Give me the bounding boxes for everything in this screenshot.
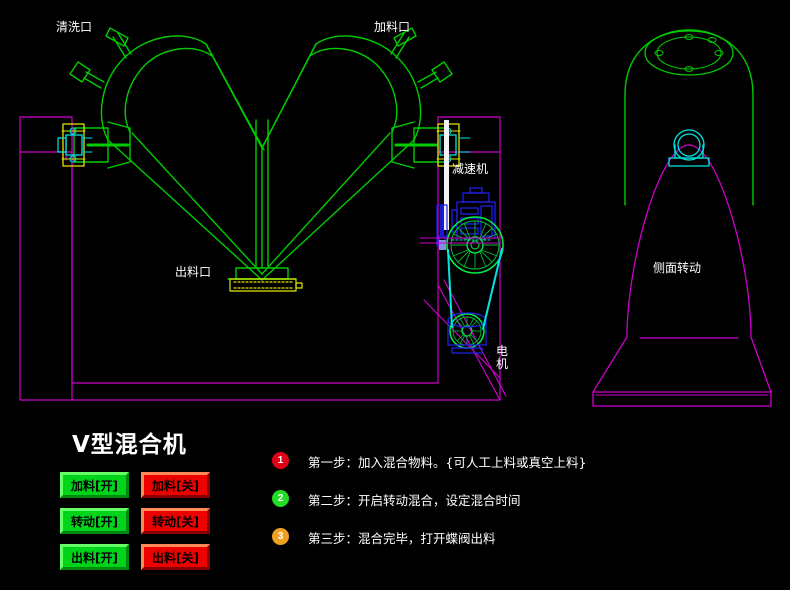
step-badge-2: 2 — [272, 490, 289, 507]
discharge-valve — [229, 278, 303, 292]
drive-belt — [447, 248, 503, 330]
v-vessel — [69, 27, 453, 281]
rotate-open-button[interactable]: 转动[开] — [60, 508, 129, 534]
on-button-column: 加料[开] 转动[开] 出料[开] — [60, 472, 129, 570]
side-view — [592, 29, 772, 407]
bearing-left — [57, 123, 93, 167]
feed-close-button[interactable]: 加料[关] — [141, 472, 210, 498]
label-feed-port: 加料口 — [374, 20, 411, 34]
discharge-open-button[interactable]: 出料[开] — [60, 544, 129, 570]
control-button-panel: 加料[开] 转动[开] 出料[开] 加料[关] 转动[关] 出料[关] — [60, 472, 210, 570]
column-white — [444, 120, 449, 230]
side-bearing — [668, 129, 710, 167]
step-badge-1: 1 — [272, 452, 289, 469]
label-reducer: 减速机 — [452, 162, 489, 176]
step-list: 1 第一步：加入混合物料。{可人工上料或真空上料} 2 第二步：开启转动混合，设… — [272, 452, 586, 566]
label-discharge-port: 出料口 — [175, 265, 212, 279]
feed-open-button[interactable]: 加料[开] — [60, 472, 129, 498]
off-button-column: 加料[关] 转动[关] 出料[关] — [141, 472, 210, 570]
label-side-rotation: 侧面转动 — [653, 261, 702, 275]
list-item: 1 第一步：加入混合物料。{可人工上料或真空上料} — [272, 452, 586, 490]
support-frame — [19, 116, 507, 401]
discharge-close-button[interactable]: 出料[关] — [141, 544, 210, 570]
pulley-large — [446, 216, 504, 274]
label-motor: 电 机 — [496, 344, 509, 371]
gearbox — [451, 187, 496, 239]
step-text-1: 第一步：加入混合物料。{可人工上料或真空上料} — [308, 455, 587, 470]
page-title: V型混合机 — [72, 432, 187, 458]
list-item: 2 第二步：开启转动混合，设定混合时间 — [272, 490, 586, 528]
step-text-3: 第三步：混合完毕，打开蝶阀出料 — [308, 531, 496, 546]
flange-bolts — [654, 34, 724, 72]
bearing-right — [436, 123, 471, 167]
step-text-2: 第二步：开启转动混合，设定混合时间 — [308, 493, 521, 508]
step-badge-3: 3 — [272, 528, 289, 545]
pulley-small — [449, 313, 485, 349]
label-wash-port: 清洗口 — [56, 20, 93, 34]
rotate-close-button[interactable]: 转动[关] — [141, 508, 210, 534]
list-item: 3 第三步：混合完毕，打开蝶阀出料 — [272, 528, 586, 566]
